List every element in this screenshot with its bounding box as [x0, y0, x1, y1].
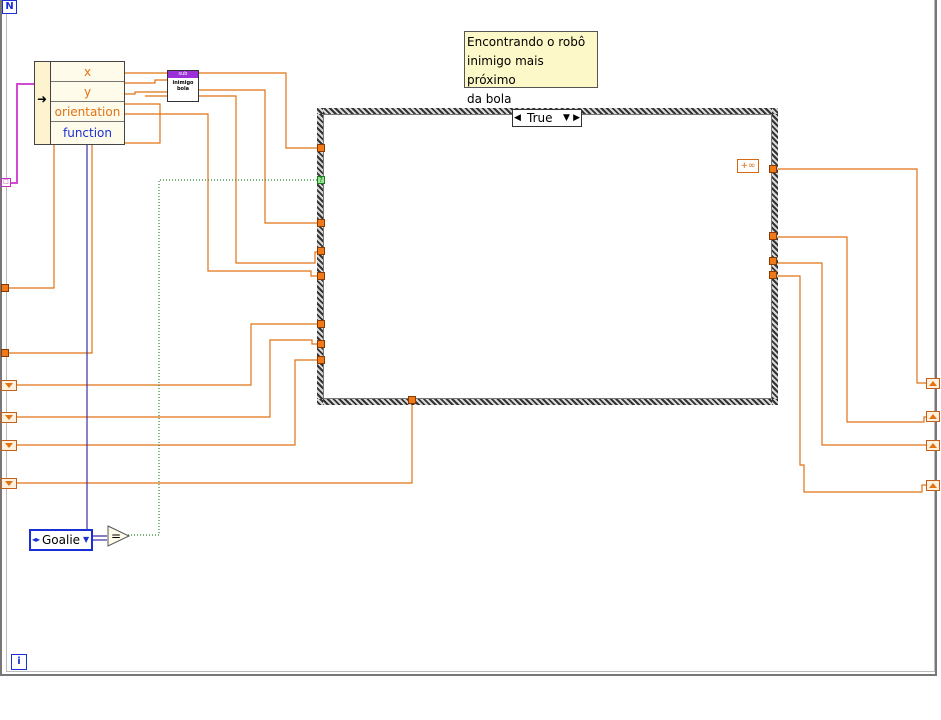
tunnel-out-1[interactable] [769, 165, 777, 173]
loop-iteration-terminal[interactable]: i [11, 654, 27, 670]
case-selector-terminal[interactable]: ? [317, 176, 325, 184]
for-loop-frame [0, 0, 937, 676]
shift-register-left-3[interactable] [1, 440, 17, 451]
loop-tunnel-1[interactable] [1, 284, 9, 292]
boolean-wire[interactable] [128, 179, 321, 536]
tunnel-in-5[interactable] [317, 320, 325, 328]
field-orientation[interactable]: orientation [51, 102, 124, 122]
shift-register-right-4[interactable] [926, 480, 940, 491]
unbundle-arrow-icon: ➜ [37, 92, 48, 106]
tunnel-in-1[interactable] [317, 144, 325, 152]
unbundle-by-name-node[interactable]: ➜ x y orientation function [34, 61, 125, 145]
coercion-icon: □ [1, 178, 11, 187]
tunnel-in-7[interactable] [317, 356, 325, 364]
shift-register-right-3[interactable] [926, 440, 940, 451]
enum-constant-function[interactable]: ◂▸ Goalie ▼ [29, 529, 93, 551]
enum-value: Goalie [42, 533, 81, 547]
loop-tunnel-2[interactable] [1, 349, 9, 357]
field-function[interactable]: function [62, 126, 113, 140]
shift-register-right-1[interactable] [926, 378, 940, 389]
subvi-icon-label: inimigo bola [172, 80, 194, 92]
field-x[interactable]: x [51, 62, 124, 82]
case-structure-body [323, 114, 772, 399]
shift-register-right-2[interactable] [926, 411, 940, 422]
tunnel-out-2[interactable] [769, 232, 777, 240]
tunnel-in-3[interactable] [317, 247, 325, 255]
equal-comparison-node[interactable]: = [107, 525, 131, 547]
comment-label: Encontrando o robô inimigo mais próximo … [464, 31, 598, 106]
shift-register-left-4[interactable] [1, 478, 17, 489]
subvi-inimigo-bola[interactable]: sub inimigo bola [167, 70, 199, 102]
cluster-wire[interactable] [10, 83, 34, 184]
field-y[interactable]: y [51, 82, 124, 102]
increment-arrows-icon[interactable]: ◂▸ [32, 535, 41, 544]
tunnel-in-4[interactable] [317, 272, 325, 280]
prev-case-icon[interactable]: ◀ [514, 113, 521, 123]
tunnel-in-6[interactable] [317, 340, 325, 348]
case-selector-label: True [527, 111, 553, 125]
next-case-icon[interactable]: ▶ [573, 113, 580, 123]
tunnel-out-3[interactable] [769, 257, 777, 265]
shift-register-left-2[interactable] [1, 412, 17, 423]
tunnel-out-4[interactable] [769, 271, 777, 279]
chevron-down-icon[interactable]: ▼ [563, 113, 570, 123]
tunnel-in-bottom[interactable] [408, 396, 416, 404]
subvi-header: sub [168, 71, 198, 78]
tunnel-in-2[interactable] [317, 219, 325, 227]
loop-count-terminal[interactable]: N [2, 0, 17, 14]
shift-register-left-1[interactable] [1, 380, 17, 391]
equal-symbol: = [111, 529, 121, 543]
chevron-down-icon[interactable]: ▼ [83, 535, 90, 544]
case-selector[interactable]: ◀ True ▼ ▶ [512, 109, 582, 127]
enum-wire[interactable] [86, 145, 107, 541]
infinity-constant[interactable]: +∞ [737, 159, 759, 173]
